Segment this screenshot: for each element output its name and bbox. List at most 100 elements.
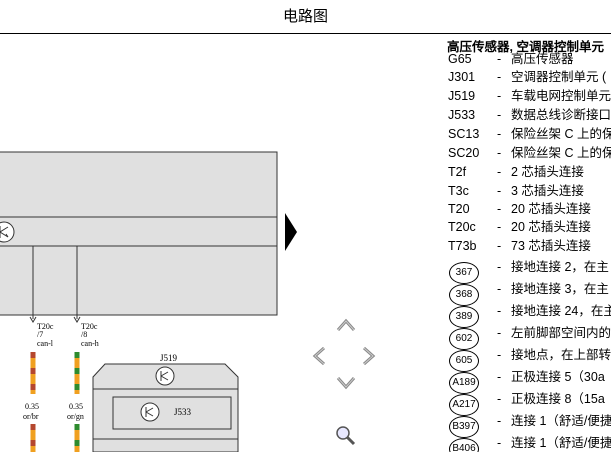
legend-item-description: 接地点，在上部转 <box>511 348 611 362</box>
pan-down-icon[interactable] <box>336 376 356 390</box>
legend-item-separator: - <box>497 326 502 340</box>
legend-item-code: J301 <box>448 70 476 84</box>
legend-item-description: 接地连接 2，在主 <box>511 260 609 274</box>
legend-item-code: T3c <box>448 184 469 198</box>
legend-item-separator: - <box>497 146 502 160</box>
legend-circled-item[interactable]: 605 -接地点，在上部转 <box>447 348 611 372</box>
legend-item-separator: - <box>497 127 502 141</box>
legend-item-description: 接地连接 24，在主 <box>511 304 611 318</box>
header-divider <box>0 33 611 34</box>
legend-item-separator: - <box>497 370 502 384</box>
legend-circled-item[interactable]: 602 -左前脚部空间内的 <box>447 326 611 350</box>
legend-item-separator: - <box>497 282 502 296</box>
legend-item[interactable]: SC20 -保险丝架 C 上的保 <box>447 144 611 162</box>
circuit-diagram[interactable]: T20c /7 can-l T20c /8 can-h 0.35 or/br 0… <box>0 34 300 453</box>
legend-item-separator: - <box>497 239 502 253</box>
j519-transistor <box>155 366 175 386</box>
wire-color-2: or/gn <box>67 412 84 421</box>
legend-circle-code: 605 <box>449 350 479 372</box>
legend-circled-item[interactable]: 389 -接地连接 24，在主 <box>447 304 611 328</box>
legend-circle-code: B406 <box>449 438 479 452</box>
connector-signal-2: can-h <box>81 339 99 348</box>
legend-item-description: 车载电网控制单元 <box>511 89 611 103</box>
legend-item-separator: - <box>497 436 502 450</box>
legend-item-code: SC13 <box>448 127 480 141</box>
legend-item-description: 保险丝架 C 上的保 <box>511 146 611 160</box>
legend-item-description: 接地连接 3，在主 <box>511 282 609 296</box>
j533-box <box>112 396 232 430</box>
connector-signal-1: can-l <box>37 339 54 348</box>
legend-circled-item[interactable]: 368-接地连接 3，在主 <box>447 282 611 306</box>
legend-item-code: T20 <box>448 202 470 216</box>
connector-label-1: T20c <box>37 322 54 331</box>
legend-item[interactable]: J533 -数据总线诊断接口 <box>447 106 611 124</box>
legend-item-separator: - <box>497 348 502 362</box>
legend-item-code: T20c <box>448 220 476 234</box>
legend-item-description: 高压传感器 <box>511 52 574 66</box>
legend-item-description: 3 芯插头连接 <box>511 184 584 198</box>
legend-circle-code: 389 <box>449 306 479 328</box>
legend-item-separator: - <box>497 52 502 66</box>
legend-item-separator: - <box>497 260 502 274</box>
legend-circled-item[interactable]: B406 -连接 1（舒适/便捷 <box>447 436 611 452</box>
j533-label: J533 <box>174 407 192 417</box>
legend-item-description: 左前脚部空间内的 <box>511 326 611 340</box>
legend-item-description: 空调器控制单元 ( <box>511 70 607 84</box>
legend-item[interactable]: T73b -73 芯插头连接 <box>447 237 611 255</box>
legend-item-description: 正极连接 8（15a <box>511 392 605 406</box>
legend-circled-item[interactable]: B397-连接 1（舒适/便捷 <box>447 414 611 438</box>
legend-circled-item[interactable]: 367 -接地连接 2，在主 <box>447 260 611 284</box>
legend-item-code: SC20 <box>448 146 480 160</box>
pan-left-icon[interactable] <box>312 346 326 366</box>
legend-item[interactable]: J301 -空调器控制单元 ( <box>447 68 611 86</box>
legend-item-separator: - <box>497 108 502 122</box>
wire-color-1: or/br <box>23 412 39 421</box>
legend-item-code: T73b <box>448 239 477 253</box>
legend-item[interactable]: T20 -20 芯插头连接 <box>447 200 611 218</box>
legend-item[interactable]: G65 -高压传感器 <box>447 50 611 68</box>
legend-item-description: 20 芯插头连接 <box>511 220 591 234</box>
connector-label-2: T20c <box>81 322 98 331</box>
legend-circle-code: A189 <box>449 372 479 394</box>
connector-pin-2: /8 <box>81 330 87 339</box>
legend-item[interactable]: SC13 -保险丝架 C 上的保 <box>447 125 611 143</box>
wire-size-2: 0.35 <box>69 402 83 411</box>
expand-panel-arrow-icon[interactable] <box>285 213 297 251</box>
legend-item-separator: - <box>497 304 502 318</box>
wire-size-1: 0.35 <box>25 402 39 411</box>
legend-item-description: 73 芯插头连接 <box>511 239 591 253</box>
legend-item-code: T2f <box>448 165 467 179</box>
legend-circle-code: B397 <box>449 416 479 438</box>
legend-circle-code: 602 <box>449 328 479 350</box>
legend-circle-code: 367 <box>449 262 479 284</box>
legend-circled-item[interactable]: A217-正极连接 8（15a <box>447 392 611 416</box>
legend-item-description: 20 芯插头连接 <box>511 202 591 216</box>
legend-title: 高压传感器, 空调器控制单元 <box>447 40 604 54</box>
legend-item[interactable]: T20c -20 芯插头连接 <box>447 218 611 236</box>
transistor-symbol <box>0 221 15 243</box>
legend-item-description: 保险丝架 C 上的保 <box>511 127 611 141</box>
legend-item-code: G65 <box>448 52 472 66</box>
legend-item-separator: - <box>497 220 502 234</box>
legend-circle-code: A217 <box>449 394 479 416</box>
pan-up-icon[interactable] <box>336 318 356 332</box>
legend-item[interactable]: T3c-3 芯插头连接 <box>447 182 611 200</box>
legend-circled-item[interactable]: A189 -正极连接 5（30a <box>447 370 611 394</box>
connector-pin-1: /7 <box>37 330 43 339</box>
legend-item-separator: - <box>497 165 502 179</box>
legend-item-description: 数据总线诊断接口 <box>511 108 611 122</box>
legend-item[interactable]: J519-车载电网控制单元 <box>447 87 611 105</box>
legend-item-separator: - <box>497 70 502 84</box>
legend-item-description: 连接 1（舒适/便捷 <box>511 436 611 450</box>
pan-right-icon[interactable] <box>362 346 376 366</box>
zoom-magnifier-icon[interactable] <box>335 425 357 447</box>
page-title: 电路图 <box>282 8 328 25</box>
legend-item[interactable]: T2f-2 芯插头连接 <box>447 163 611 181</box>
legend-item-description: 正极连接 5（30a <box>511 370 605 384</box>
legend-item-code: J533 <box>448 108 476 122</box>
j533-transistor <box>140 402 160 422</box>
j519-label: J519 <box>160 353 178 363</box>
legend-item-separator: - <box>497 202 502 216</box>
legend-item-separator: - <box>497 89 502 103</box>
